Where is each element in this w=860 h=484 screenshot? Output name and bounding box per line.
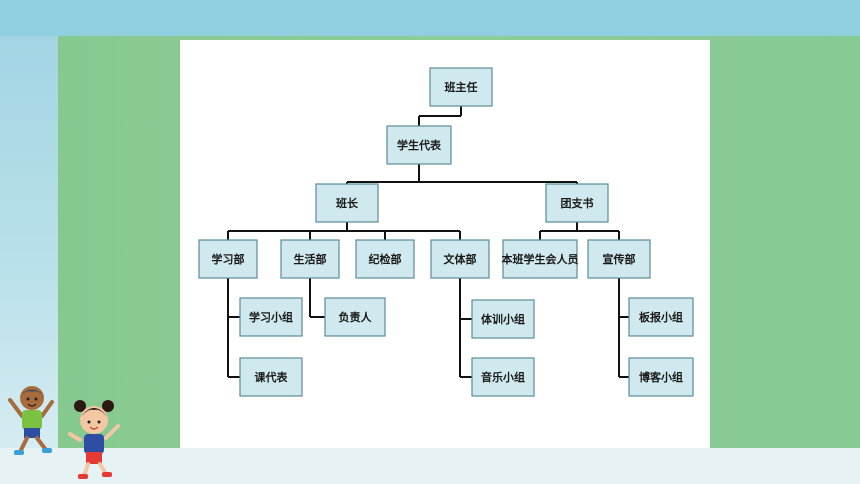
node-label: 音乐小组	[481, 370, 525, 384]
node-wentibu: 文体部	[430, 239, 490, 279]
org-chart-panel: 班主任学生代表班长 团支书学习部 生活部 纪检部 文体部 本班学生会人员 宣传部学习小组课代…	[180, 40, 710, 448]
node-kedaibiao: 课代表	[239, 357, 303, 397]
node-jijianbu: 纪检部	[355, 239, 415, 279]
girl-figure	[68, 400, 120, 479]
node-box	[198, 239, 258, 279]
node-tixunxiaozu: 体训小组	[471, 299, 535, 339]
node-xuanchuanbu: 宣传部	[587, 239, 651, 279]
node-bokexiaozu: 博客小组	[628, 357, 694, 397]
node-label: 学习部	[212, 252, 245, 266]
node-box	[324, 297, 386, 337]
node-box	[315, 183, 379, 223]
node-label: 课代表	[255, 370, 289, 384]
node-label: 学习小组	[249, 310, 293, 324]
node-label: 体训小组	[481, 312, 525, 326]
node-label: 班长	[336, 196, 359, 210]
node-box	[239, 357, 303, 397]
node-box	[471, 299, 535, 339]
cartoon-kids-illustration	[8, 386, 120, 479]
bottom-band	[0, 448, 860, 484]
node-benbanxueshenghui: 本班学生会人员	[502, 239, 579, 279]
node-fuzeren: 负责人	[324, 297, 386, 337]
node-box	[628, 297, 694, 337]
node-box	[429, 67, 493, 107]
node-xueshengdaibiao: 学生代表	[386, 125, 452, 165]
node-box	[430, 239, 490, 279]
node-box	[355, 239, 415, 279]
node-label: 生活部	[294, 252, 327, 266]
node-label: 宣传部	[603, 252, 636, 266]
boy-figure	[8, 386, 54, 455]
node-box	[545, 183, 609, 223]
top-sky-band	[0, 0, 860, 36]
connector-layer	[227, 106, 629, 378]
node-banzhang: 班长	[315, 183, 379, 223]
node-label: 板报小组	[639, 310, 683, 324]
node-box	[386, 125, 452, 165]
node-tuanzhishu: 团支书	[545, 183, 609, 223]
node-box	[239, 297, 303, 337]
node-banbaoxiaozu: 板报小组	[628, 297, 694, 337]
node-label: 纪检部	[369, 252, 402, 266]
node-box	[502, 239, 578, 279]
node-xuexibu: 学习部	[198, 239, 258, 279]
node-label: 文体部	[444, 252, 477, 266]
node-label: 团支书	[561, 196, 594, 210]
node-box	[628, 357, 694, 397]
node-box	[471, 357, 535, 397]
node-box	[280, 239, 340, 279]
node-banzhuren: 班主任	[429, 67, 493, 107]
node-label: 博客小组	[639, 370, 683, 384]
node-yinlexiaozu: 音乐小组	[471, 357, 535, 397]
node-label: 负责人	[339, 310, 373, 324]
node-shenghuobu: 生活部	[280, 239, 340, 279]
node-xuexixiaozu: 学习小组	[239, 297, 303, 337]
node-label: 班主任	[445, 80, 478, 94]
node-label: 学生代表	[397, 138, 442, 152]
node-label: 本班学生会人员	[502, 252, 579, 266]
node-box	[587, 239, 651, 279]
